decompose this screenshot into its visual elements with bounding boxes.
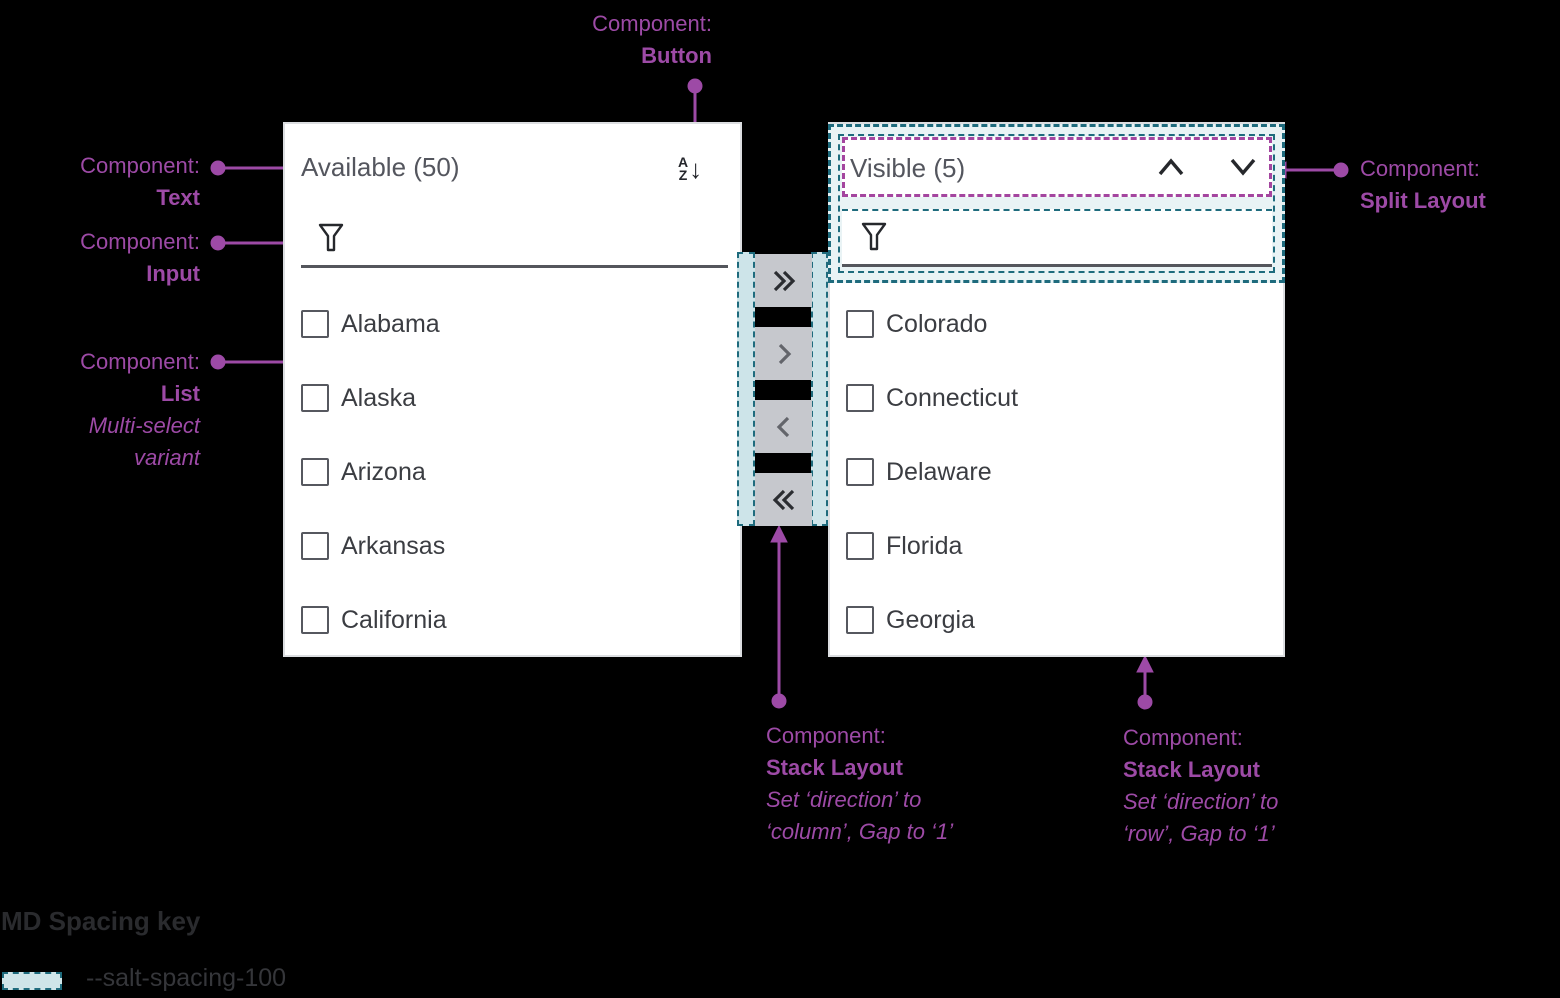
double-chevron-right-icon <box>773 270 795 291</box>
annotation-note: ‘row’, Gap to ‘1’ <box>1123 821 1275 846</box>
annotation-text: Component: Text <box>80 150 200 214</box>
annotation-prefix: Component: <box>1123 725 1243 750</box>
annotation-note: ‘column’, Gap to ‘1’ <box>766 819 954 844</box>
annotation-name: Input <box>146 261 200 286</box>
annotation-button: Component: Button <box>592 8 712 72</box>
list-item-label: Arizona <box>341 457 426 486</box>
sort-az-button[interactable]: A Z ↓ <box>678 152 702 186</box>
annotation-note: variant <box>133 445 200 470</box>
sort-az-icon: A Z <box>678 154 689 183</box>
annotation-name: List <box>160 381 200 406</box>
spacing-highlight-frame-inner <box>838 134 1275 273</box>
split-layout-highlight: Visible (5) <box>842 137 1272 197</box>
checkbox[interactable] <box>301 458 329 486</box>
annotation-prefix: Component: <box>1360 156 1480 181</box>
list-item[interactable]: Florida <box>846 509 1273 583</box>
checkbox[interactable] <box>846 384 874 412</box>
list-item-label: Georgia <box>886 605 975 634</box>
list-item-label: Alabama <box>341 309 440 338</box>
list-item-label: Florida <box>886 531 963 560</box>
spacing-highlight-right <box>811 252 828 526</box>
input-underline <box>301 265 728 268</box>
checkbox[interactable] <box>301 384 329 412</box>
list-item-label: Arkansas <box>341 531 446 560</box>
annotation-split-layout: Component: Split Layout <box>1360 153 1486 217</box>
annotation-name: Text <box>156 185 200 210</box>
move-up-button[interactable] <box>1153 148 1189 186</box>
checkbox[interactable] <box>846 606 874 634</box>
annotation-prefix: Component: <box>80 153 200 178</box>
chevron-left-icon <box>776 416 789 437</box>
annotation-prefix: Component: <box>592 11 712 36</box>
annotation-list: Component: List Multi-select variant <box>80 346 200 474</box>
filter-icon <box>861 222 887 257</box>
filter-input[interactable] <box>842 209 1272 267</box>
checkbox[interactable] <box>301 532 329 560</box>
checkbox[interactable] <box>846 458 874 486</box>
annotation-prefix: Component: <box>80 229 200 254</box>
chevron-down-icon <box>1230 158 1256 176</box>
list-item[interactable]: Delaware <box>846 435 1273 509</box>
annotation-note: Set ‘direction’ to <box>1123 789 1279 814</box>
move-all-right-button[interactable] <box>755 254 812 307</box>
annotation-stack-layout-column: Component: Stack Layout Set ‘direction’ … <box>766 720 953 848</box>
chevron-up-icon <box>1158 158 1184 176</box>
checkbox[interactable] <box>301 310 329 338</box>
checkbox[interactable] <box>846 310 874 338</box>
available-panel-title: Available (50) <box>301 152 460 182</box>
double-chevron-left-icon <box>772 489 794 510</box>
list-item-label: Delaware <box>886 457 992 486</box>
annotation-arrow-stack-row <box>1136 654 1154 710</box>
list-item-label: Colorado <box>886 309 988 338</box>
move-left-button[interactable] <box>755 400 812 453</box>
checkbox[interactable] <box>301 606 329 634</box>
annotation-name: Stack Layout <box>1123 757 1260 782</box>
spacing-highlight-left <box>737 252 755 526</box>
visible-panel-title: Visible (5) <box>850 153 966 183</box>
annotation-prefix: Component: <box>766 723 886 748</box>
checkbox[interactable] <box>846 532 874 560</box>
list-item[interactable]: Connecticut <box>846 361 1273 435</box>
annotation-name: Button <box>641 43 712 68</box>
chevron-right-icon <box>778 343 791 364</box>
list-item[interactable]: California <box>301 583 730 657</box>
annotation-arrow-stack-column <box>770 524 788 709</box>
sort-arrow-down-icon: ↓ <box>689 154 703 184</box>
list-item-label: Connecticut <box>886 383 1019 412</box>
list-item-label: Alaska <box>341 383 417 412</box>
spacing-token-label: --salt-spacing-100 <box>86 964 287 992</box>
list-item[interactable]: Alabama <box>301 287 730 361</box>
spacing-swatch <box>2 972 62 990</box>
move-down-button[interactable] <box>1225 148 1261 186</box>
list-item-label: California <box>341 605 447 634</box>
list-item[interactable]: Arkansas <box>301 509 730 583</box>
annotation-name: Split Layout <box>1360 188 1486 213</box>
spacing-key-title: MD Spacing key <box>1 906 201 936</box>
annotation-prefix: Component: <box>80 349 200 374</box>
list-item[interactable]: Colorado <box>846 287 1273 361</box>
list-item[interactable]: Georgia <box>846 583 1273 657</box>
filter-icon <box>318 223 344 258</box>
list-item[interactable]: Alaska <box>301 361 730 435</box>
annotation-name: Stack Layout <box>766 755 903 780</box>
annotation-input: Component: Input <box>80 226 200 290</box>
annotation-note: Set ‘direction’ to <box>766 787 922 812</box>
move-all-left-button[interactable] <box>755 473 812 526</box>
move-right-button[interactable] <box>755 327 812 380</box>
annotation-note: Multi-select <box>88 413 200 438</box>
annotation-stack-layout-row: Component: Stack Layout Set ‘direction’ … <box>1123 722 1278 850</box>
list-item[interactable]: Arizona <box>301 435 730 509</box>
